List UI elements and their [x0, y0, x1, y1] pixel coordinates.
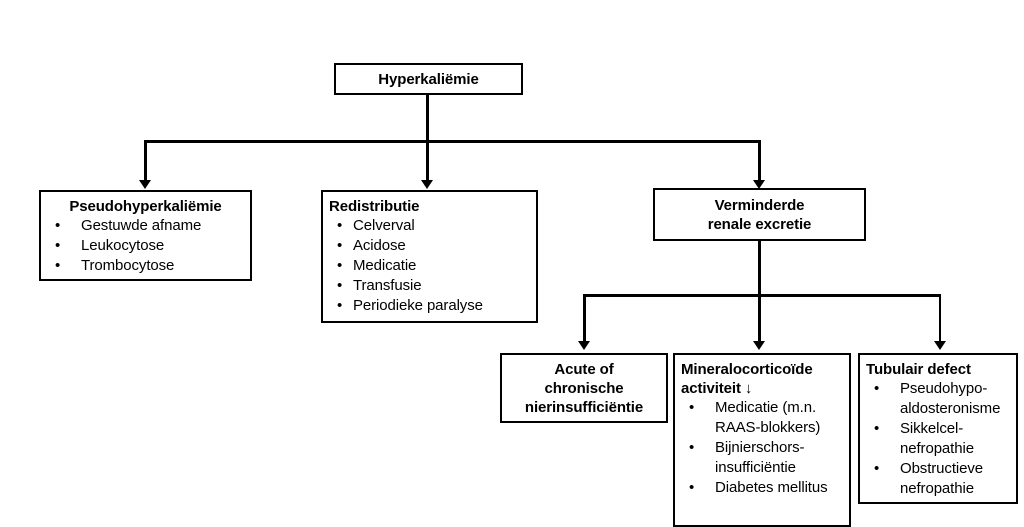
list-item: • Medicatie (m.n. RAAS-blokkers)	[681, 398, 843, 438]
list-item-label: Obstructieve nefropathie	[900, 460, 983, 497]
connector-verminderde-stem	[758, 241, 761, 296]
list-item: • Leukocytose	[47, 236, 244, 256]
list-item-label: Pseudohypo-aldosteronisme	[900, 380, 1001, 417]
connector-drop-mineralo	[758, 294, 761, 343]
node-acute-chronische-nierinsufficientie[interactable]: Acute of chronische nierinsufficiëntie	[500, 353, 668, 423]
bullet-icon: •	[689, 479, 695, 496]
connector-level1-bus	[144, 140, 761, 143]
node-mineralocorticoide-activiteit-list: • Medicatie (m.n. RAAS-blokkers) • Bijni…	[681, 398, 843, 498]
list-item: • Transfusie	[329, 276, 530, 296]
bullet-icon: •	[55, 237, 61, 254]
list-item-label: Diabetes mellitus	[715, 479, 828, 496]
arrowhead-verminderde	[753, 180, 765, 189]
list-item: • Medicatie	[329, 256, 530, 276]
list-item: • Acidose	[329, 236, 530, 256]
list-item-label: Gestuwde afname	[81, 217, 202, 234]
node-tubulair-defect-list: • Pseudohypo-aldosteronisme • Sikkelcel-…	[866, 379, 1010, 499]
list-item-label: Transfusie	[353, 277, 422, 294]
connector-drop-tubulair	[938, 294, 941, 343]
bullet-icon: •	[55, 257, 61, 274]
list-item-label: Periodieke paralyse	[353, 297, 483, 314]
connector-root-stem	[426, 94, 429, 142]
node-hyperkaliemie-title: Hyperkaliëmie	[378, 70, 479, 88]
list-item: • Diabetes mellitus	[681, 478, 843, 498]
bullet-icon: •	[337, 217, 343, 234]
bullet-icon: •	[874, 380, 880, 397]
list-item: • Obstructieve nefropathie	[866, 459, 1010, 499]
node-tubulair-defect[interactable]: Tubulair defect • Pseudohypo-aldosteroni…	[858, 353, 1018, 504]
node-acute-chronische-nierinsufficientie-title-line1: Acute of	[554, 360, 614, 378]
node-tubulair-defect-title: Tubulair defect	[866, 361, 971, 378]
list-item-label: Sikkelcel-nefropathie	[900, 420, 974, 457]
arrowhead-mineralo	[753, 341, 765, 350]
list-item-label: Bijnierschors-insufficiëntie	[715, 439, 805, 476]
list-item-label: Celverval	[353, 217, 415, 234]
connector-drop-nierinsufficientie	[583, 294, 586, 343]
node-hyperkaliemie[interactable]: Hyperkaliëmie	[334, 63, 523, 95]
bullet-icon: •	[689, 399, 695, 416]
arrowhead-redistributie	[421, 180, 433, 189]
bullet-icon: •	[337, 297, 343, 314]
node-mineralocorticoide-activiteit-title-line1: Mineralocorticoïde	[681, 361, 813, 378]
arrowhead-nierinsufficientie	[578, 341, 590, 350]
node-redistributie[interactable]: Redistributie • Celverval • Acidose • Me…	[321, 190, 538, 323]
node-verminderde-renale-excretie[interactable]: Verminderde renale excretie	[653, 188, 866, 241]
list-item: • Gestuwde afname	[47, 216, 244, 236]
list-item-label: Medicatie (m.n. RAAS-blokkers)	[715, 399, 821, 436]
list-item: • Pseudohypo-aldosteronisme	[866, 379, 1010, 419]
node-pseudohyperkaliemie-title: Pseudohyperkaliëmie	[69, 198, 222, 215]
node-mineralocorticoide-activiteit-title-line2: activiteit ↓	[681, 380, 753, 397]
connector-level2-bus	[583, 294, 941, 297]
node-acute-chronische-nierinsufficientie-title-line2: chronische	[544, 379, 624, 397]
node-verminderde-renale-excretie-title-line1: Verminderde	[714, 196, 805, 214]
bullet-icon: •	[337, 237, 343, 254]
list-item-label: Medicatie	[353, 257, 417, 274]
arrowhead-tubulair	[934, 341, 946, 350]
list-item: • Celverval	[329, 216, 530, 236]
list-item-label: Acidose	[353, 237, 406, 254]
node-pseudohyperkaliemie[interactable]: Pseudohyperkaliëmie • Gestuwde afname • …	[39, 190, 252, 281]
bullet-icon: •	[874, 420, 880, 437]
node-verminderde-renale-excretie-title-line2: renale excretie	[707, 215, 812, 233]
connector-drop-verminderde	[758, 140, 761, 182]
node-pseudohyperkaliemie-list: • Gestuwde afname • Leukocytose • Trombo…	[47, 216, 244, 276]
arrowhead-pseudo	[139, 180, 151, 189]
node-acute-chronische-nierinsufficientie-title-line3: nierinsufficiëntie	[524, 398, 644, 416]
bullet-icon: •	[337, 257, 343, 274]
node-redistributie-list: • Celverval • Acidose • Medicatie • Tran…	[329, 216, 530, 316]
list-item: • Sikkelcel-nefropathie	[866, 419, 1010, 459]
bullet-icon: •	[874, 460, 880, 477]
bullet-icon: •	[337, 277, 343, 294]
list-item: • Trombocytose	[47, 256, 244, 276]
bullet-icon: •	[55, 217, 61, 234]
list-item-label: Leukocytose	[81, 237, 165, 254]
connector-drop-redistributie	[426, 140, 429, 182]
bullet-icon: •	[689, 439, 695, 456]
connector-drop-pseudo	[144, 140, 147, 182]
list-item: • Bijnierschors-insufficiëntie	[681, 438, 843, 478]
node-redistributie-title: Redistributie	[329, 198, 420, 215]
list-item: • Periodieke paralyse	[329, 296, 530, 316]
node-mineralocorticoide-activiteit[interactable]: Mineralocorticoïde activiteit ↓ • Medica…	[673, 353, 851, 527]
list-item-label: Trombocytose	[81, 257, 175, 274]
